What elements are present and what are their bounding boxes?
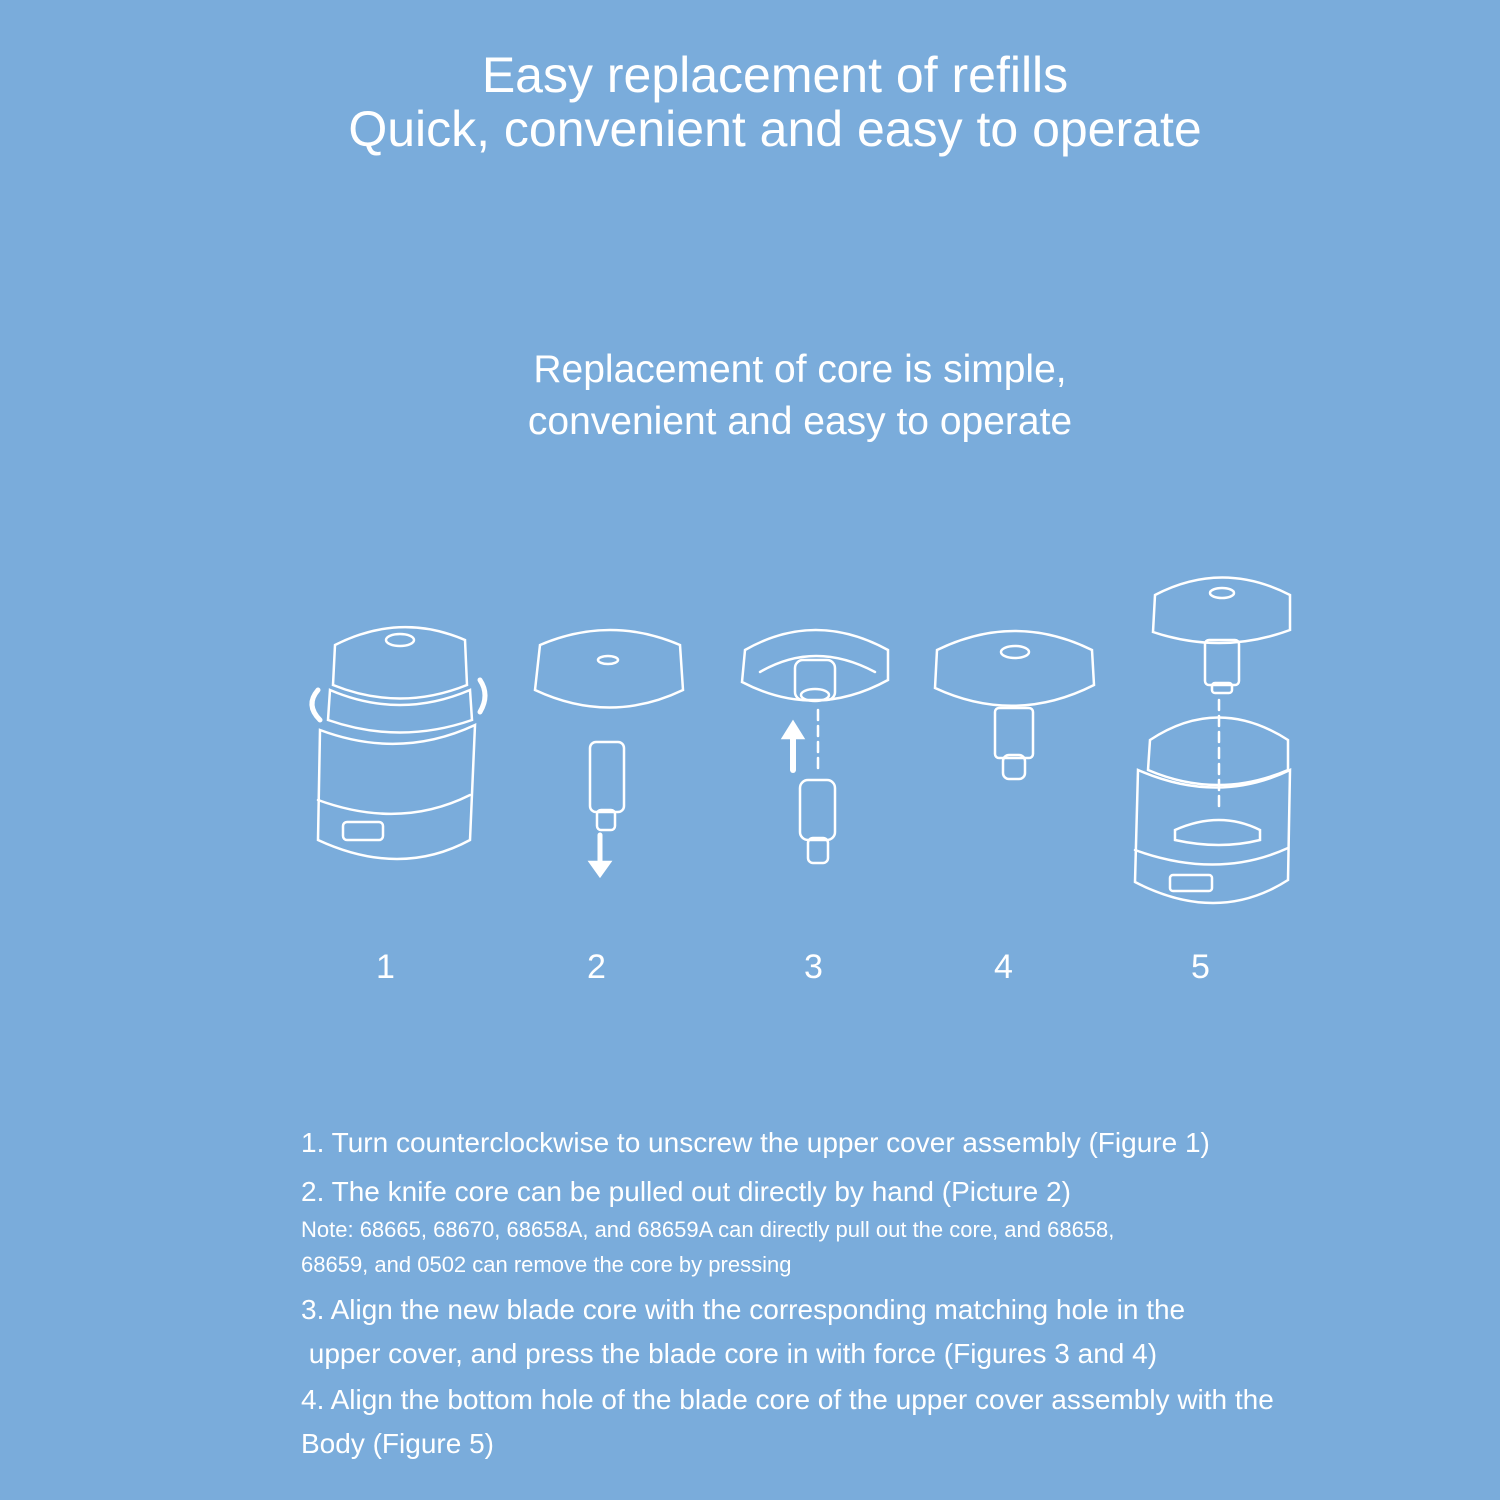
figure-2-cover-and-core-pulled [533,628,685,879]
instruction-step-1: 1. Turn counterclockwise to unscrew the … [301,1127,1210,1158]
instruction-step-3-line-2: upper cover, and press the blade core in… [301,1338,1158,1369]
instruction-note-line-1: Note: 68665, 68670, 68658A, and 68659A c… [301,1217,1115,1242]
figure-label-2: 2 [587,948,606,986]
title-line-1: Easy replacement of refills [481,47,1069,103]
figure-label-3: 3 [804,948,823,986]
figure-3-core-inserted-into-cover [740,628,890,865]
subtitle-line-1: Replacement of core is simple, [533,348,1067,391]
instruction-step-4-line-1: 4. Align the bottom hole of the blade co… [301,1384,1274,1415]
figure-label-5: 5 [1191,948,1210,986]
figure-label-4: 4 [994,948,1013,986]
instruction-step-2: 2. The knife core can be pulled out dire… [301,1176,1071,1207]
figure-4-assembled-cover-with-core [933,629,1096,781]
page-title: Easy replacement of refills Quick, conve… [0,48,1500,156]
figure-label-1: 1 [376,948,395,986]
subtitle: Replacement of core is simple, convenien… [0,344,1500,448]
figure-5-cover-to-body [1133,576,1292,905]
instruction-step-4-line-2: Body (Figure 5) [301,1428,494,1459]
instruction-note-line-2: 68659, and 0502 can remove the core by p… [301,1252,792,1277]
subtitle-line-2: convenient and easy to operate [527,400,1073,443]
instruction-step-3-line-1: 3. Align the new blade core with the cor… [301,1294,1186,1325]
title-line-2: Quick, convenient and easy to operate [348,101,1202,157]
figure-1-sharpener-unscrew [309,626,488,861]
